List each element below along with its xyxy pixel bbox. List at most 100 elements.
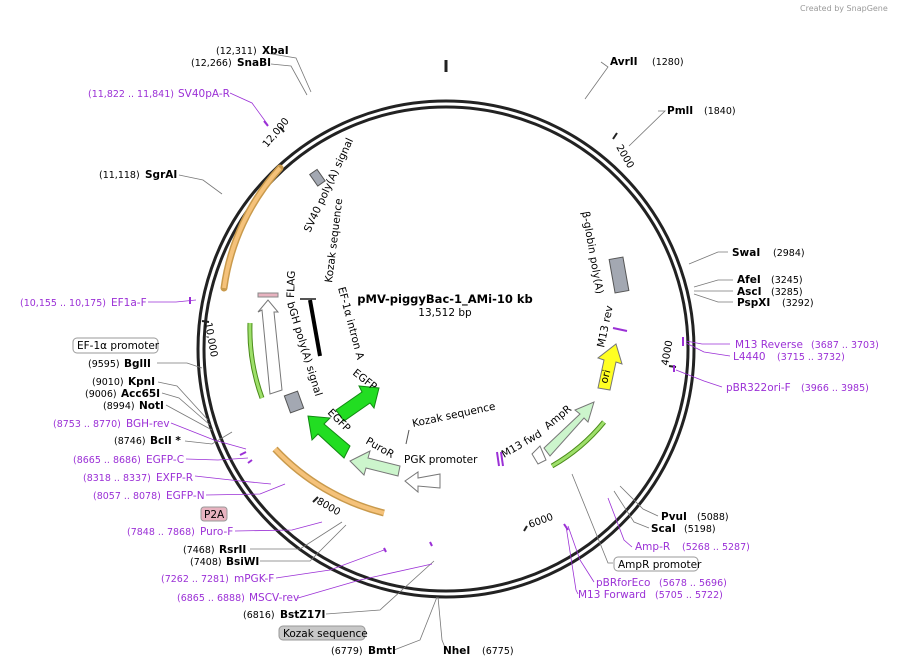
leader-mpgk-f xyxy=(275,549,385,579)
bglobin-box xyxy=(608,256,630,294)
primer-mark-bgh-rev xyxy=(239,451,247,456)
leader-mscv-rev xyxy=(297,563,433,599)
primer-pos-pbrforeco: (5678 .. 5696) xyxy=(659,578,727,589)
leader-m13-reverse xyxy=(685,340,730,345)
m13rev-mark xyxy=(612,327,628,332)
site-name-nhei: NheI xyxy=(443,645,470,657)
sv40-polya-box xyxy=(309,168,326,187)
site-pos-bcli: (8746) xyxy=(114,436,146,447)
leader-exfp-r xyxy=(194,475,272,485)
site-pos-scai: (5198) xyxy=(684,524,716,535)
leader-l4440 xyxy=(685,342,731,357)
leader-bgh-rev xyxy=(170,422,247,450)
primer-pos-sv40pa-r: (11,822 .. 11,841) xyxy=(88,89,174,100)
primer-name-m13-forward: M13 Forward xyxy=(578,589,646,601)
primer-pos-bgh-rev: (8753 .. 8770) xyxy=(53,419,121,430)
ampr-promoter-label: AmpR promoter xyxy=(618,559,702,571)
egfp-arrow-lower xyxy=(307,415,351,459)
primer-name-m13-reverse: M13 Reverse xyxy=(735,339,803,351)
site-name-kpni: KpnI xyxy=(128,376,155,388)
site-name-bsiwi: BsiWI xyxy=(226,556,259,568)
site-pos-pspxi: (3292) xyxy=(782,298,814,309)
site-name-bglii: BglII xyxy=(124,358,151,370)
site-pos-nhei: (6775) xyxy=(482,646,514,657)
primer-name-ef1a-f: EF1a-F xyxy=(111,297,147,309)
sites-left: (12,311) XbaI (12,266) SnaBI (11,118) Sg… xyxy=(85,45,396,657)
tick-mark-8000 xyxy=(312,496,319,503)
primer-pos-puro-f: (7848 .. 7868) xyxy=(127,527,195,538)
leader-m13-forward xyxy=(565,525,579,595)
primers-left: (11,822 .. 11,841) SV40pA-R (10,155 .. 1… xyxy=(20,88,299,604)
site-pos-acc65i: (9006) xyxy=(85,389,117,400)
primer-name-exfp-r: EXFP-R xyxy=(156,472,193,484)
tick-label-6000: 6000 xyxy=(527,512,555,531)
m13rev-label: M13 rev xyxy=(595,305,616,349)
site-pos-sgrai: (11,118) xyxy=(99,170,140,181)
site-name-acc65i: Acc65I xyxy=(121,388,160,400)
leader-pvui xyxy=(619,485,659,517)
ori-arrow xyxy=(596,343,623,391)
tick-mark-10000 xyxy=(201,320,210,323)
flag-label: FLAG xyxy=(285,270,298,298)
leader-sv40pa-r xyxy=(229,92,269,126)
primer-pos-pbr322ori-f: (3966 .. 3985) xyxy=(801,383,869,394)
pgk-label: PGK promoter xyxy=(404,454,478,466)
site-pos-kpni: (9010) xyxy=(92,377,124,388)
primer-mark-m13fwd-inner2 xyxy=(500,451,504,467)
primer-mark-m13fwd-inner1 xyxy=(496,451,500,467)
site-pos-snabi: (12,266) xyxy=(191,58,232,69)
leader-acc65i xyxy=(161,392,211,426)
site-name-snabi: SnaBI xyxy=(237,57,271,69)
leader-pbrforeco xyxy=(567,525,595,583)
backbone-inner xyxy=(202,105,690,593)
pgk-arrow xyxy=(404,471,441,494)
site-name-pmli: PmlI xyxy=(667,105,693,117)
green-feature-left-fill xyxy=(248,322,264,399)
primer-name-mscv-rev: MSCV-rev xyxy=(249,592,299,604)
site-name-pspxi: PspXI xyxy=(737,297,770,309)
primer-mark-sv40pa-r xyxy=(263,120,269,127)
ori-label: ori xyxy=(598,368,613,384)
leader-bmti xyxy=(393,596,438,651)
flag-box xyxy=(257,292,279,298)
leader-xbai xyxy=(265,52,312,93)
primer-mark-mscv-rev xyxy=(429,541,433,547)
primer-pos-egfp-c: (8665 .. 8686) xyxy=(73,455,141,466)
leader-amp-r xyxy=(607,497,633,548)
sites-right: AvrII (1280) PmlI (1840) SwaI (2984) Afe… xyxy=(443,56,814,657)
leader-bcli xyxy=(184,431,233,445)
primer-mark-mpgk-f xyxy=(383,547,387,553)
orange-feature-top-left xyxy=(220,164,284,292)
site-name-xbai: XbaI xyxy=(262,45,289,57)
leader-egfp-n xyxy=(205,483,286,496)
watermark: Created by SnapGene xyxy=(800,4,888,13)
site-pos-bmti: (6779) xyxy=(331,646,363,657)
primer-name-pbrforeco: pBRforEco xyxy=(596,577,650,589)
site-name-rsrii: RsrII xyxy=(219,544,246,556)
primer-pos-ef1a-f: (10,155 .. 10,175) xyxy=(20,298,106,309)
site-pos-bsiwi: (7408) xyxy=(190,557,222,568)
leader-egfp-c xyxy=(185,457,249,461)
leader-scai xyxy=(613,490,650,529)
primers-right: M13 Reverse (3687 .. 3703) L4440 (3715 .… xyxy=(578,339,879,601)
site-pos-pmli: (1840) xyxy=(704,106,736,117)
leader-pspxi xyxy=(693,293,733,303)
tick-label-2000: 2000 xyxy=(613,143,635,171)
leader-noti xyxy=(165,404,213,431)
site-pos-xbai: (12,311) xyxy=(216,46,257,57)
egfp-arrow-upper xyxy=(335,385,380,422)
leader-ef1a-f xyxy=(148,299,197,303)
site-name-swai: SwaI xyxy=(732,247,760,259)
ef1a-promoter-label: EF-1α promoter xyxy=(77,340,160,352)
leader-sgrai xyxy=(178,174,223,195)
ampr-arrow xyxy=(543,401,595,457)
leader-rsrii xyxy=(250,521,343,550)
site-name-afei: AfeI xyxy=(737,274,761,286)
primer-pos-egfp-n: (8057 .. 8078) xyxy=(93,491,161,502)
tick-label-4000: 4000 xyxy=(660,340,675,367)
p2a-label: P2A xyxy=(204,509,225,521)
primer-name-puro-f: Puro-F xyxy=(200,526,233,538)
orange-feature-top-left-fill xyxy=(222,166,282,289)
primer-pos-l4440: (3715 .. 3732) xyxy=(777,352,845,363)
site-name-bcli: BclI * xyxy=(150,435,181,447)
